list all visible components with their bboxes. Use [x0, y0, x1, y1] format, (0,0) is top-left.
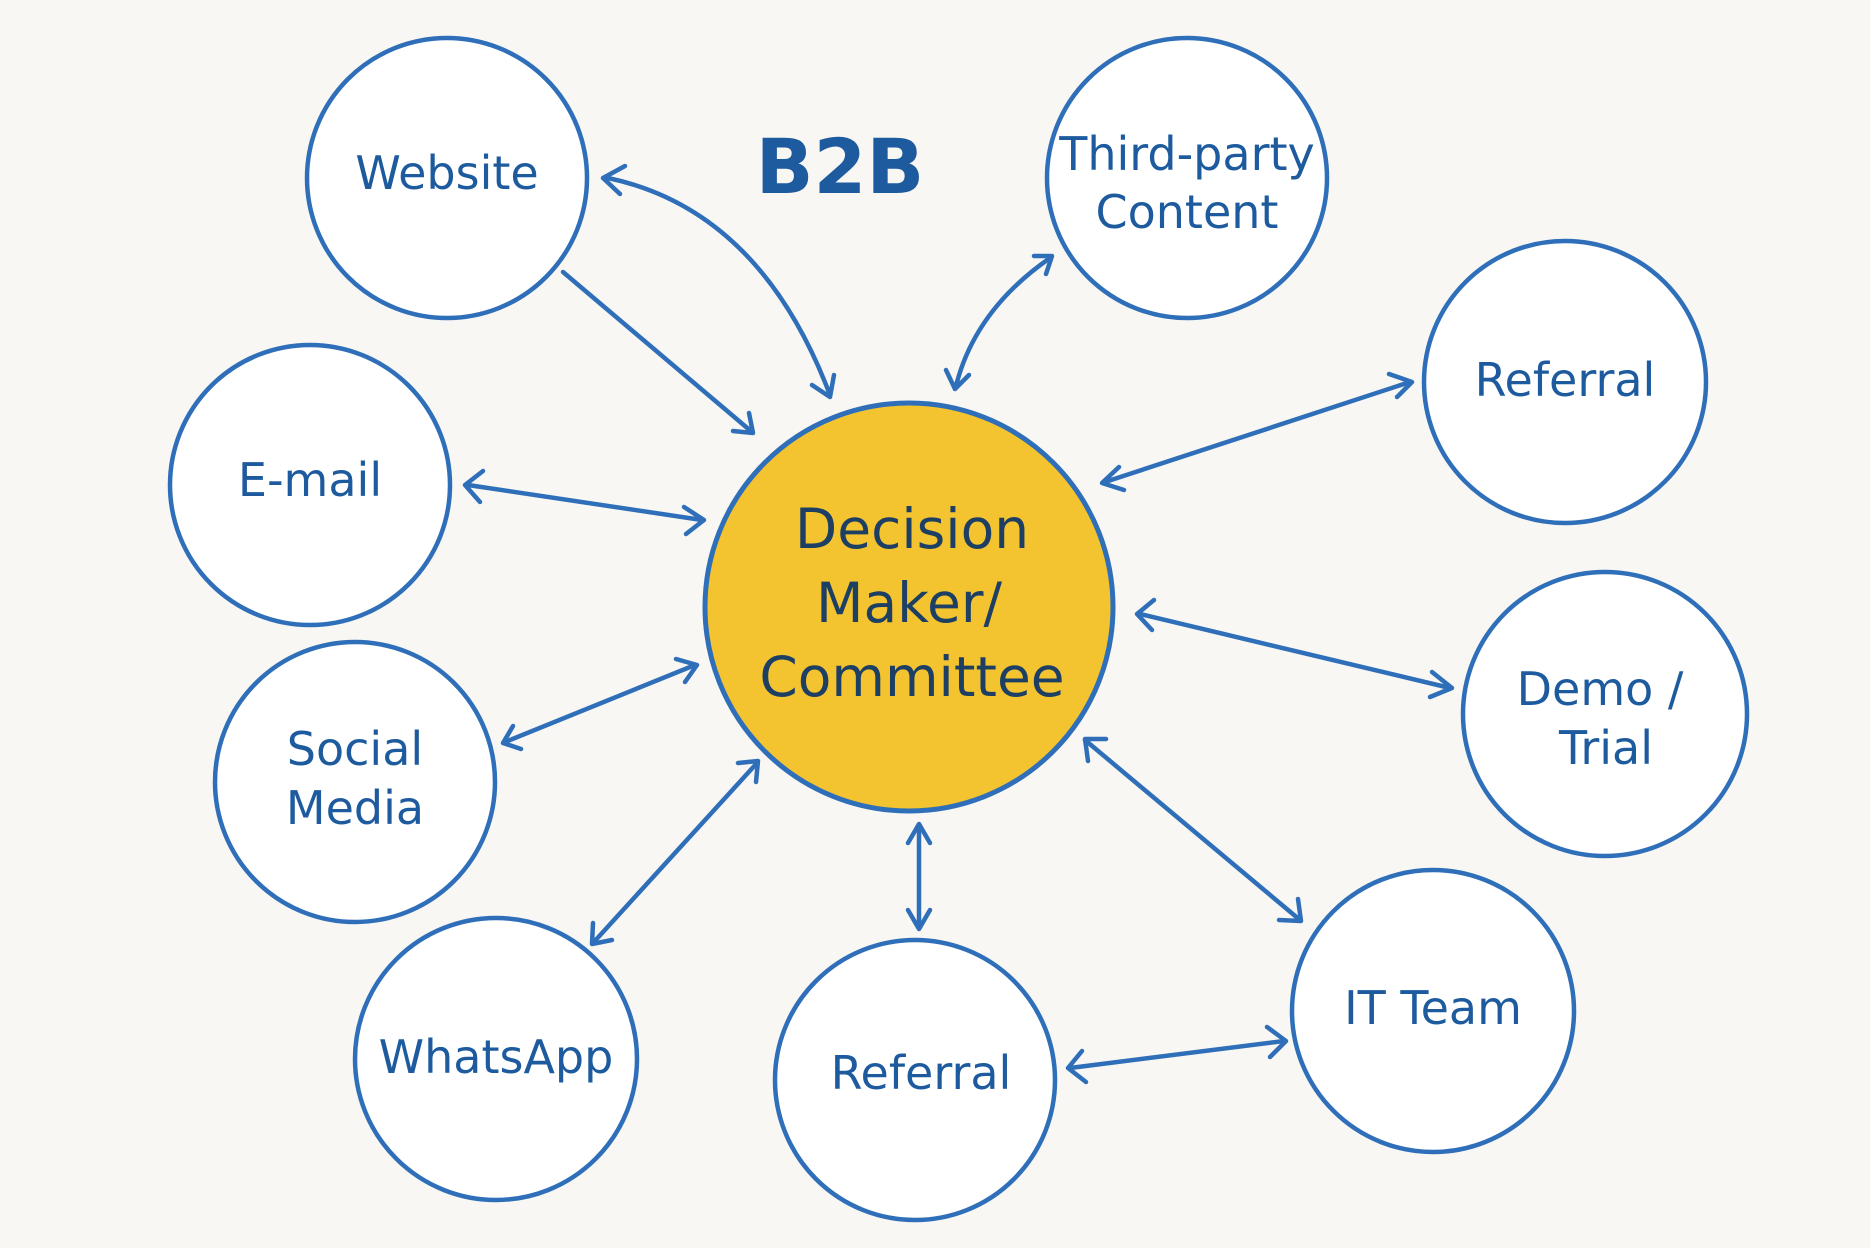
- connector-social-media: [500, 656, 700, 752]
- node-label-line-1: Third-party: [1058, 127, 1315, 181]
- center-circle: [702, 400, 1116, 814]
- node-circle: [1289, 867, 1577, 1155]
- node-demo-trial: Demo / Trial: [1460, 569, 1750, 859]
- node-label-line-2: Content: [1096, 185, 1279, 239]
- node-label: Referral: [1475, 353, 1656, 407]
- node-referral-bottom: Referral: [772, 937, 1058, 1223]
- center-label-line-1: Decision: [795, 497, 1029, 561]
- node-label: IT Team: [1344, 981, 1522, 1035]
- node-circle: [212, 639, 498, 925]
- node-circle: [1421, 238, 1709, 526]
- node-label: WhatsApp: [379, 1030, 614, 1084]
- node-referral-right: Referral: [1421, 238, 1709, 526]
- connector-website-straight: [560, 269, 756, 436]
- node-label: Referral: [831, 1046, 1012, 1100]
- connector-referral-it-team: [1065, 1024, 1289, 1085]
- node-label-line-1: Demo /: [1517, 662, 1684, 716]
- node-social-media: Social Media: [212, 639, 498, 925]
- node-circle: [1044, 35, 1330, 321]
- diagram-title: B2B: [756, 122, 925, 211]
- connector-third-party-content: [943, 253, 1055, 392]
- connector-demo-trial: [1134, 597, 1455, 700]
- node-website: Website: [304, 35, 590, 321]
- connector-referral-bottom: [905, 821, 933, 932]
- node-circle: [772, 937, 1058, 1223]
- connector-it-team: [1082, 736, 1304, 924]
- node-label: Website: [355, 146, 538, 200]
- connector-whatsapp: [589, 758, 761, 947]
- node-whatsapp: WhatsApp: [352, 915, 640, 1203]
- node-label: E-mail: [238, 453, 382, 507]
- center-label-line-2: Maker/: [816, 571, 1002, 635]
- center-label-line-3: Committee: [759, 645, 1064, 709]
- connector-website-curved: [600, 163, 837, 400]
- center-node: Decision Maker/ Committee: [702, 400, 1116, 814]
- node-label-line-2: Media: [286, 781, 424, 835]
- node-it-team: IT Team: [1289, 867, 1577, 1155]
- node-circle: [167, 342, 453, 628]
- node-circle: [1460, 569, 1750, 859]
- connector-referral-right: [1099, 371, 1415, 493]
- node-label-line-1: Social: [287, 722, 423, 776]
- node-circle: [352, 915, 640, 1203]
- node-third-party-content: Third-party Content: [1044, 35, 1330, 321]
- node-email: E-mail: [167, 342, 453, 628]
- connector-email: [462, 468, 707, 537]
- node-label-line-2: Trial: [1558, 721, 1653, 775]
- node-circle: [304, 35, 590, 321]
- connectors: [462, 163, 1455, 1085]
